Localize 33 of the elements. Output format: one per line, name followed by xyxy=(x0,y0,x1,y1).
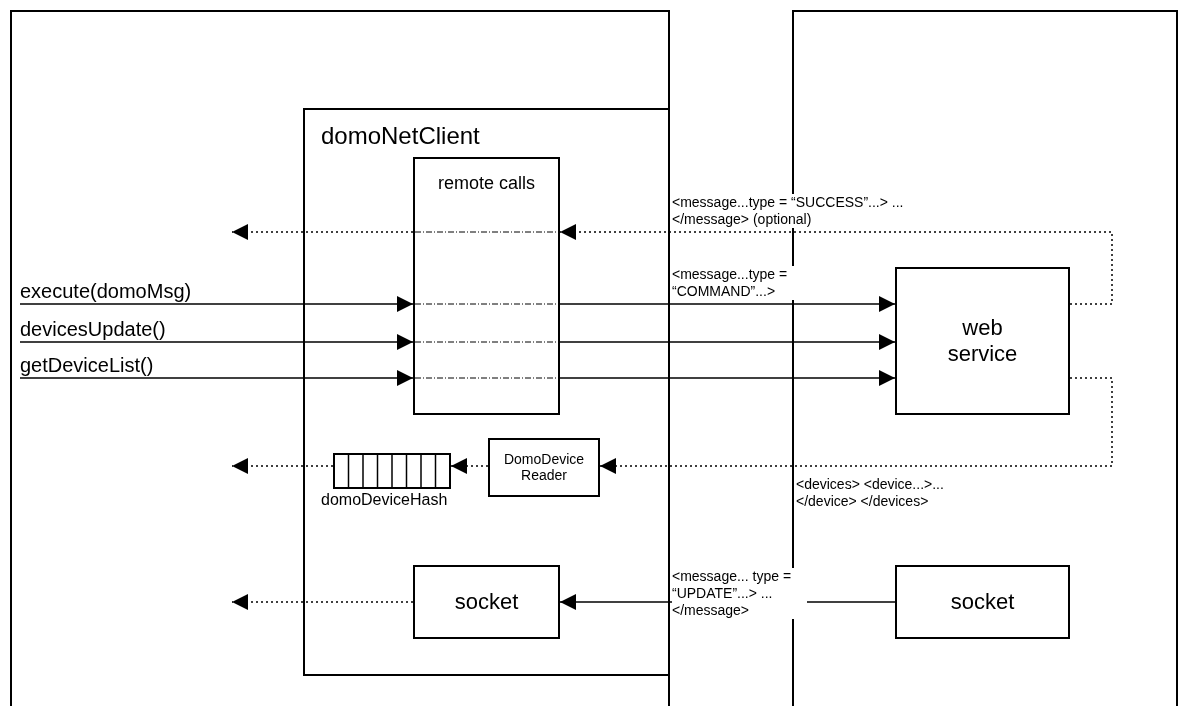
dotted-arrow xyxy=(231,594,414,610)
edge-label: <message...type = “COMMAND”...> xyxy=(672,266,797,300)
box-label: socket xyxy=(949,588,1016,616)
dotted-arrow xyxy=(231,224,414,240)
method-call-text: getDeviceList() xyxy=(20,352,154,379)
box-label: web service xyxy=(946,314,1019,368)
hash-table-bar xyxy=(333,453,451,489)
process-box xyxy=(488,438,600,497)
caption-text: domoDeviceHash xyxy=(321,491,448,509)
process-box xyxy=(413,157,560,415)
dotted-arrow xyxy=(559,224,1113,305)
process-box xyxy=(895,565,1070,639)
edge-label: <message... type = “UPDATE”...> ...</message> xyxy=(672,568,807,619)
dotted-arrow xyxy=(231,458,334,474)
arrow xyxy=(559,334,896,350)
method-call-text: devicesUpdate() xyxy=(20,316,166,343)
dotted-arrow xyxy=(450,458,489,474)
box-label: socket xyxy=(453,588,520,616)
arrow xyxy=(559,370,896,386)
arrow xyxy=(559,296,896,312)
arrow xyxy=(19,370,414,386)
box-label: remote calls xyxy=(437,173,536,194)
method-call-text: execute(domoMsg) xyxy=(20,278,192,305)
component-box xyxy=(303,108,670,676)
group-title: domoNetClient xyxy=(321,122,480,150)
process-box xyxy=(413,565,560,639)
panel-frame xyxy=(10,10,670,706)
dotted-arrow xyxy=(599,377,1113,474)
edge-label: <message...type = “SUCCESS”...> ...</message> (optional) xyxy=(672,194,904,228)
arrow xyxy=(19,334,414,350)
process-box xyxy=(895,267,1070,415)
arrow xyxy=(19,296,414,312)
box-label: DomoDevice Reader xyxy=(502,450,586,485)
